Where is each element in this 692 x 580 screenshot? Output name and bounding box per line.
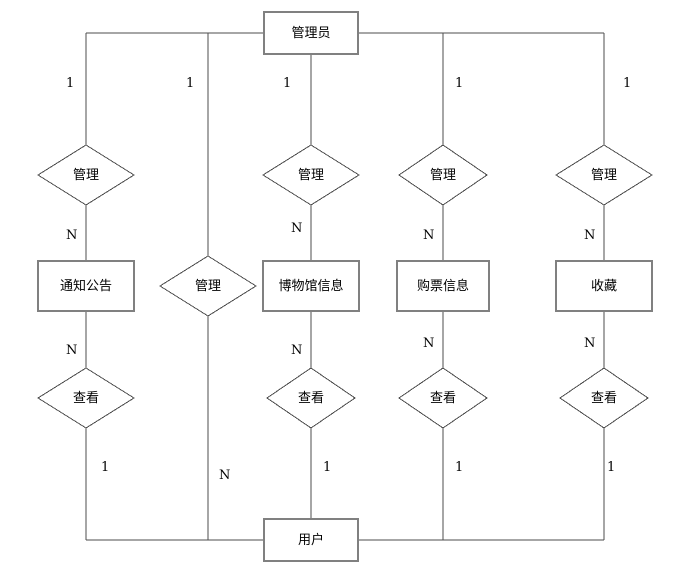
relationship-diamond-manage-ticket[interactable] [398, 144, 488, 206]
cardinality-card-admin-museum: 1 [283, 76, 292, 91]
cardinality-card-view-user-notice: 1 [101, 460, 110, 475]
cardinality-card-notice-view: N [66, 343, 78, 358]
relationship-diamond-manage-museum[interactable] [262, 144, 360, 206]
relationship-diamond-view-museum[interactable] [266, 367, 356, 429]
cardinality-card-museum-view: N [291, 343, 303, 358]
cardinality-card-view-user-ticket: 1 [455, 460, 464, 475]
entity-box-user[interactable] [263, 518, 359, 562]
relationship-diamond-manage-notice[interactable] [37, 144, 135, 206]
shape-layer [37, 11, 653, 562]
cardinality-card-view-user-museum: 1 [323, 460, 332, 475]
relationship-diamond-view-notice[interactable] [37, 367, 135, 429]
cardinality-card-admin-favorite: 1 [623, 76, 632, 91]
connector-layer [85, 32, 605, 541]
cardinality-card-admin-ticket: 1 [455, 76, 464, 91]
cardinality-card-ticket-view: N [423, 336, 435, 351]
relationship-diamond-view-favorite[interactable] [559, 367, 649, 429]
entity-box-museum[interactable] [262, 260, 360, 312]
cardinality-card-view-user-favorite: 1 [607, 460, 616, 475]
cardinality-card-favorite-view: N [584, 336, 596, 351]
relationship-diamond-manage-favorite[interactable] [555, 144, 653, 206]
relationship-diamond-manage-user[interactable] [159, 255, 257, 317]
entity-box-admin[interactable] [263, 11, 359, 55]
cardinality-card-admin-user: 1 [186, 76, 195, 91]
cardinality-card-museum-manage: N [291, 221, 303, 236]
relationship-diamond-view-ticket[interactable] [398, 367, 488, 429]
entity-box-favorite[interactable] [555, 260, 653, 312]
cardinality-card-admin-notice: 1 [66, 76, 75, 91]
cardinality-card-notice-manage: N [66, 228, 78, 243]
cardinality-card-favorite-manage: N [584, 228, 596, 243]
entity-box-notice[interactable] [37, 260, 135, 312]
cardinality-card-manage-user: N [219, 468, 231, 483]
entity-box-ticket[interactable] [396, 260, 490, 312]
cardinality-card-ticket-manage: N [423, 228, 435, 243]
